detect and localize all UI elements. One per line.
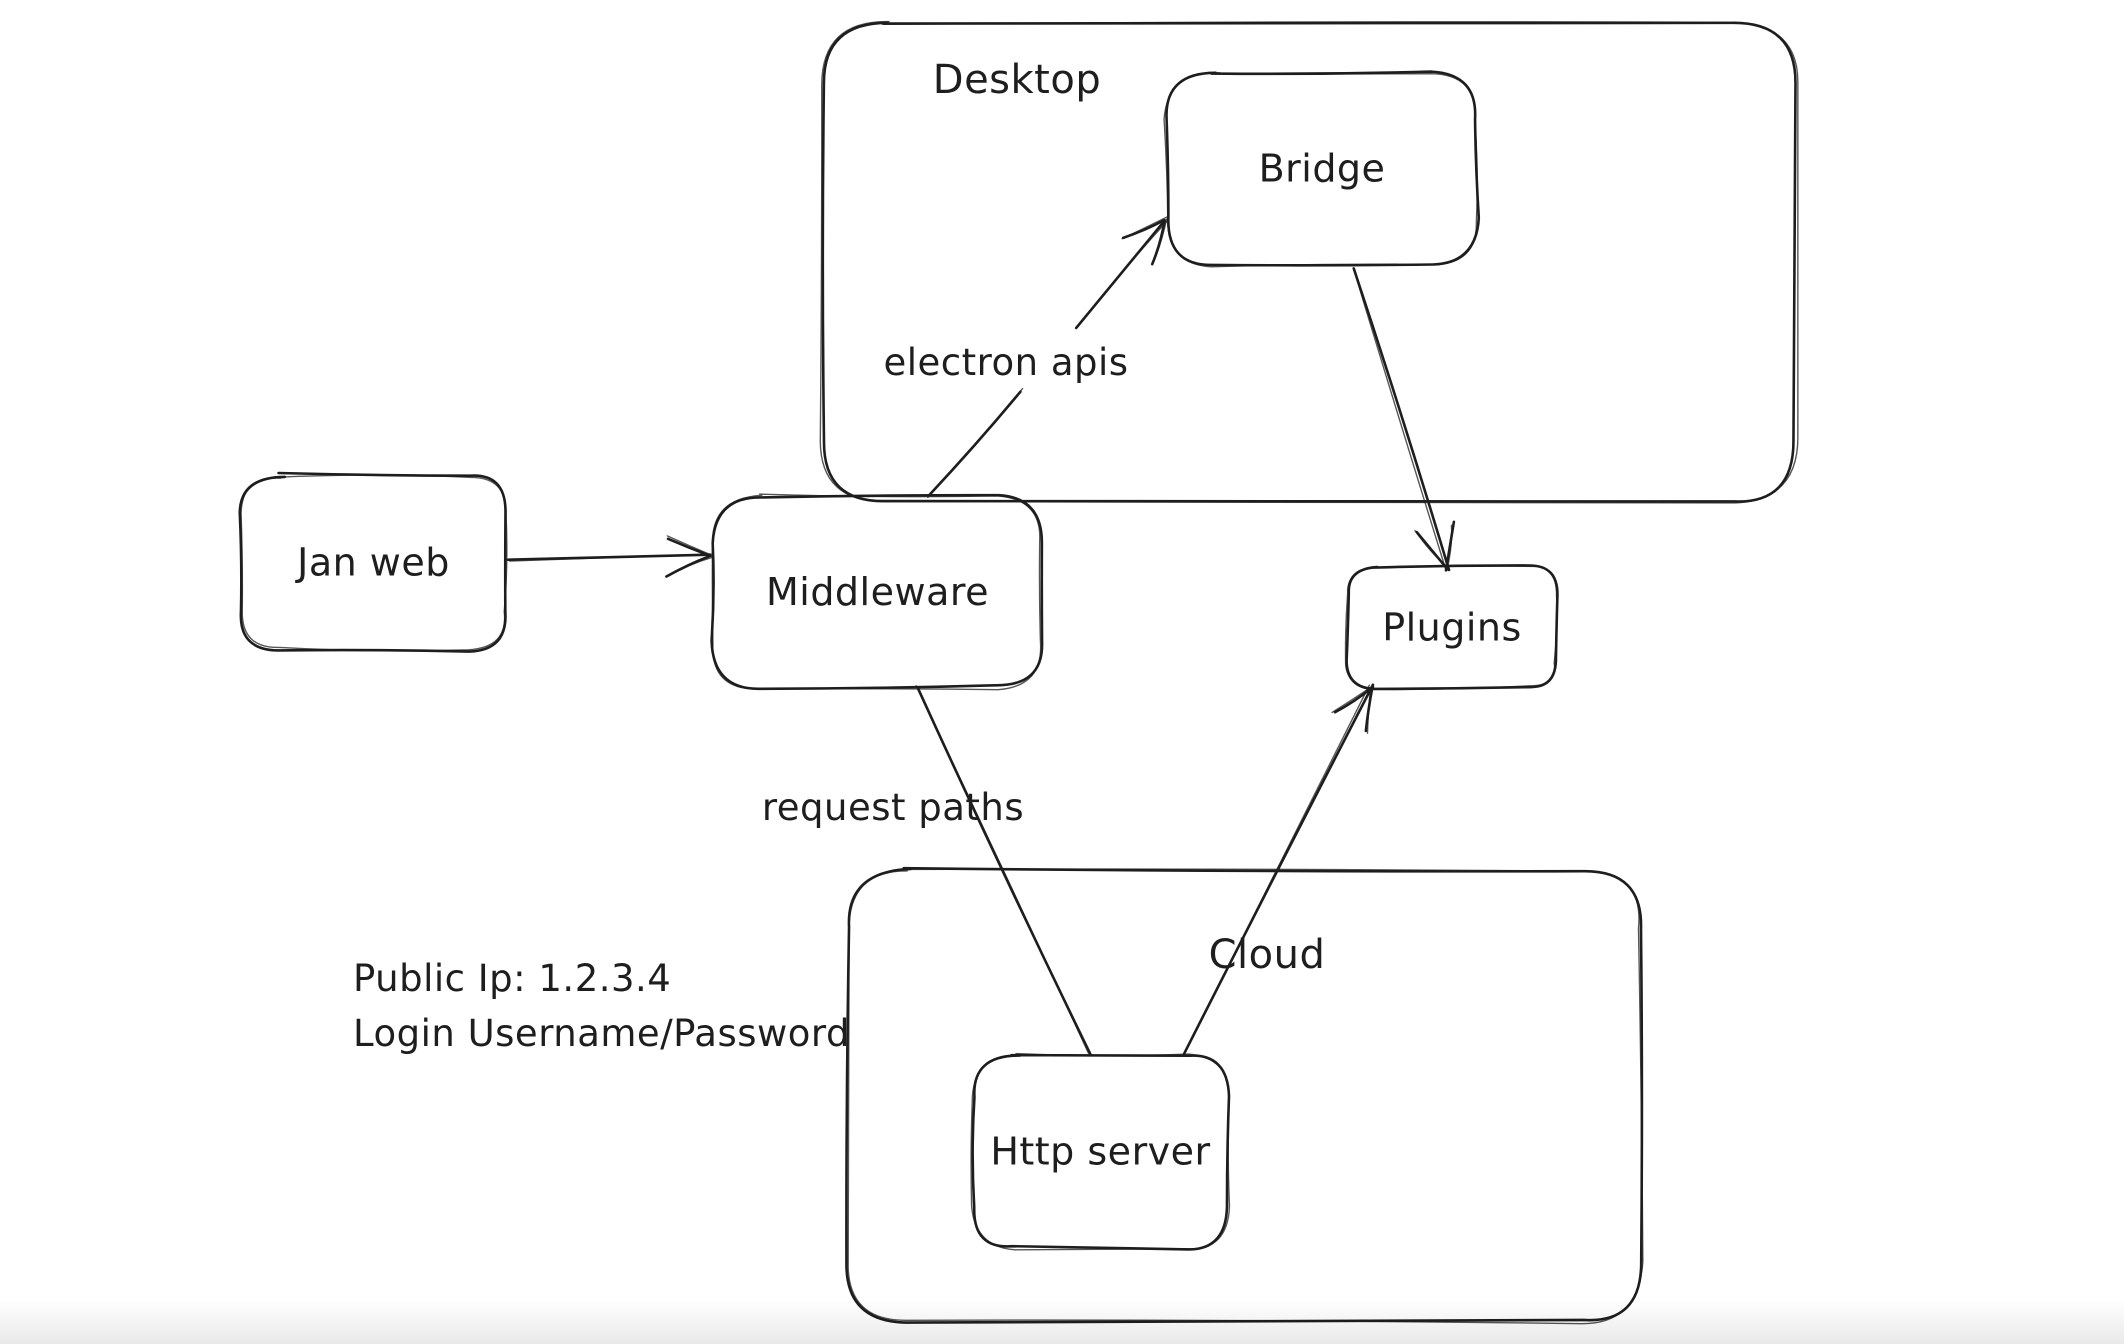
- node-jan-web-stroke[interactable]: [238, 471, 507, 653]
- node-plugins[interactable]: Plugins: [1344, 564, 1559, 691]
- arrowhead-barb-stroke[interactable]: [1444, 520, 1456, 572]
- arrowhead-icon: [665, 535, 713, 578]
- node-middleware[interactable]: Middleware: [710, 493, 1044, 691]
- node-http-server-stroke[interactable]: [970, 1052, 1231, 1251]
- annotation-text-request-paths[interactable]: request paths: [762, 786, 1024, 829]
- arrowhead-icon: [1414, 520, 1456, 572]
- node-jan-web-stroke[interactable]: [240, 474, 508, 652]
- edge-jan-web-to-middleware-stroke[interactable]: [508, 553, 714, 562]
- edge-http-server-to-plugins-stroke[interactable]: [1185, 684, 1371, 1052]
- node-label-bridge[interactable]: Bridge: [1259, 147, 1386, 191]
- node-middleware-stroke[interactable]: [711, 493, 1042, 691]
- node-label-middleware[interactable]: Middleware: [766, 570, 989, 614]
- node-jan-web[interactable]: Jan web: [238, 471, 508, 653]
- arrowhead-barb-stroke[interactable]: [1331, 684, 1374, 714]
- node-middleware-stroke[interactable]: [710, 493, 1044, 691]
- edge-bridge-to-plugins[interactable]: [1352, 267, 1456, 572]
- annotation-line-cloud-credentials[interactable]: Public Ip: 1.2.3.4: [353, 957, 671, 1000]
- arrowhead-barb-stroke[interactable]: [1333, 685, 1375, 714]
- edge-middleware-to-bridge-stroke[interactable]: [927, 387, 1024, 499]
- edge-middleware-to-bridge-stroke[interactable]: [1077, 219, 1169, 328]
- node-http-server[interactable]: Http server: [970, 1052, 1231, 1251]
- container-cloud[interactable]: Cloud: [845, 866, 1644, 1325]
- edge-jan-web-to-middleware[interactable]: [506, 535, 714, 578]
- node-plugins-stroke[interactable]: [1345, 564, 1559, 691]
- arrowhead-barb-stroke[interactable]: [1414, 529, 1448, 568]
- node-plugins-stroke[interactable]: [1344, 565, 1558, 691]
- node-label-jan-web[interactable]: Jan web: [295, 541, 450, 585]
- container-cloud-stroke[interactable]: [847, 868, 1644, 1325]
- edge-middleware-to-bridge[interactable]: [927, 216, 1169, 499]
- annotation-electron-apis[interactable]: electron apis: [883, 341, 1128, 384]
- annotation-request-paths[interactable]: request paths: [762, 786, 1024, 829]
- arrowhead-barb-stroke[interactable]: [1415, 530, 1449, 571]
- annotation-text-electron-apis[interactable]: electron apis: [883, 341, 1128, 384]
- node-bridge-stroke[interactable]: [1163, 72, 1478, 268]
- edge-middleware-to-http-server-stroke[interactable]: [915, 685, 1090, 1054]
- container-label-desktop[interactable]: Desktop: [933, 57, 1101, 103]
- edge-http-server-to-plugins[interactable]: [1182, 683, 1375, 1056]
- node-label-http-server[interactable]: Http server: [990, 1130, 1210, 1174]
- arrowhead-barb-stroke[interactable]: [1151, 218, 1168, 265]
- arrowhead-barb-stroke[interactable]: [1446, 524, 1453, 570]
- container-label-cloud[interactable]: Cloud: [1209, 932, 1326, 978]
- container-desktop-stroke[interactable]: [819, 20, 1799, 504]
- edge-middleware-to-http-server[interactable]: [915, 685, 1093, 1057]
- annotation-line-cloud-credentials[interactable]: Login Username/Password: [353, 1012, 850, 1055]
- arrowhead-barb-stroke[interactable]: [666, 537, 712, 558]
- arrowhead-barb-stroke[interactable]: [1366, 687, 1372, 734]
- container-desktop[interactable]: Desktop: [819, 20, 1799, 504]
- node-bridge[interactable]: Bridge: [1163, 70, 1481, 268]
- node-label-plugins[interactable]: Plugins: [1382, 606, 1522, 650]
- container-desktop-stroke[interactable]: [821, 21, 1797, 504]
- arrowhead-barb-stroke[interactable]: [666, 535, 710, 555]
- arrowhead-icon: [1121, 216, 1168, 266]
- arrowhead-barb-stroke[interactable]: [1121, 216, 1168, 240]
- arrowhead-barb-stroke[interactable]: [667, 556, 713, 577]
- arrowhead-icon: [1331, 683, 1375, 734]
- edge-bridge-to-plugins-stroke[interactable]: [1352, 267, 1451, 572]
- edge-bridge-to-plugins-stroke[interactable]: [1352, 267, 1447, 570]
